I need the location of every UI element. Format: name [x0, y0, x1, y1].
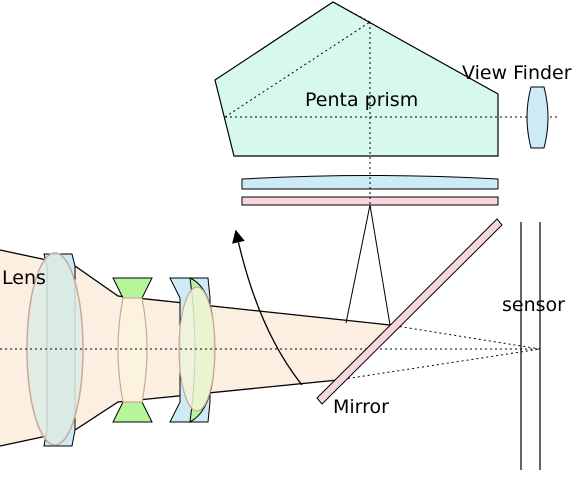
view-finder-label: View Finder: [462, 62, 572, 84]
mirror-label: Mirror: [333, 396, 389, 418]
prism-diagonal-path: [224, 21, 371, 118]
reflected-cone: [345, 204, 391, 326]
sensor-label: sensor: [502, 294, 565, 316]
sensor-ray-top: [389, 324, 541, 350]
lens-element-2: [112, 277, 153, 423]
prism-diagonal-path-2: [332, 1, 371, 23]
penta-prism-label: Penta prism: [305, 89, 418, 111]
sensor-ray-bottom: [337, 348, 541, 381]
mirror: [316, 218, 503, 405]
beam-top-edge: [0, 249, 391, 326]
view-finder-lens: [526, 86, 549, 149]
lens-label: Lens: [2, 267, 46, 289]
beam-bottom-edge: [0, 379, 339, 447]
penta-prism: [214, 1, 499, 157]
mirror-flip-arrow: [232, 229, 303, 386]
